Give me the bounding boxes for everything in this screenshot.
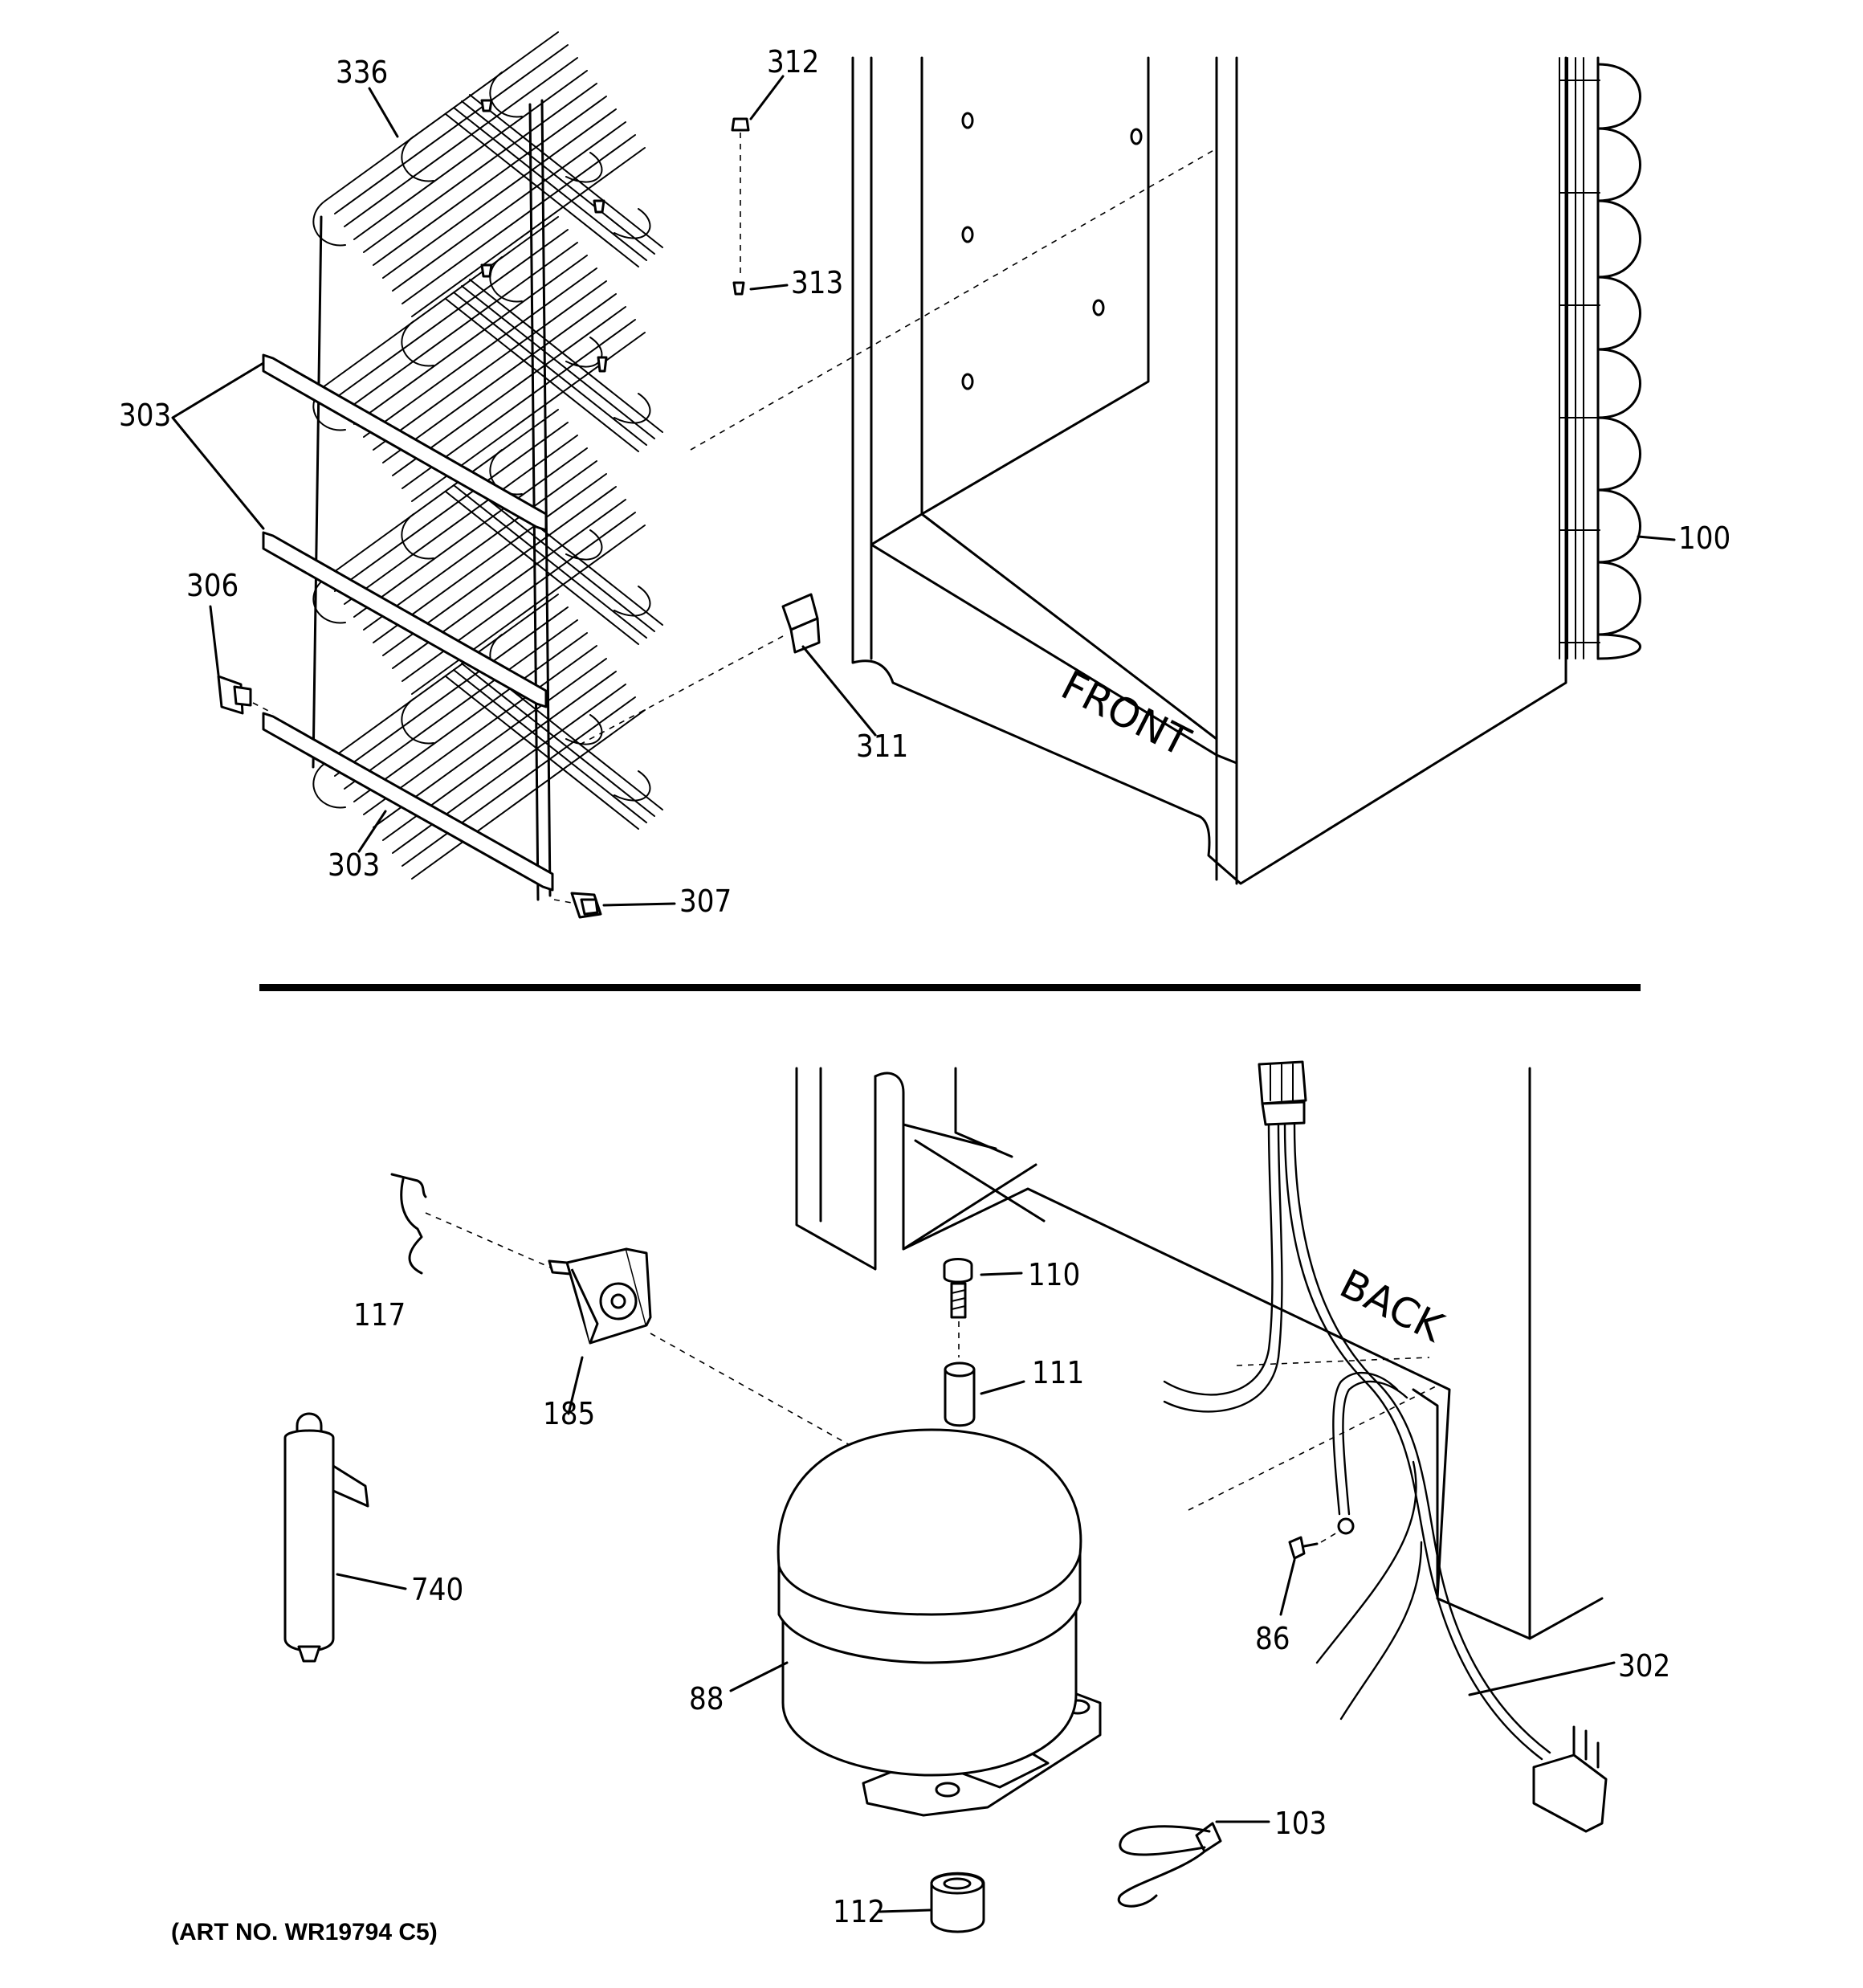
clip-103: [1117, 1822, 1222, 1908]
callout-311: 311: [856, 729, 908, 764]
relay-185: [548, 1247, 852, 1447]
callout-313: 313: [791, 265, 843, 300]
screw-313: [732, 281, 745, 296]
callout-86: 86: [1255, 1621, 1290, 1656]
clip-306: [217, 675, 274, 715]
callout-185: 185: [543, 1396, 595, 1431]
section-divider: [259, 984, 1641, 991]
callout-307: 307: [679, 884, 732, 919]
rail-303-upper: [262, 353, 548, 708]
condenser-coil-100: [1559, 56, 1641, 660]
screw-shelf: [480, 99, 608, 373]
rail-303-lower: [262, 712, 554, 892]
callout-labels: 336 312 313 303 306 311 303 307 100 117 …: [119, 44, 1731, 1929]
lower-leader-lines: [336, 1272, 1616, 1913]
grommet-111: [944, 1361, 976, 1427]
callout-306: 306: [186, 568, 238, 603]
drier-740: [283, 1412, 369, 1663]
fastener-312: [731, 117, 750, 277]
front-label: FRONT: [1054, 662, 1198, 765]
callout-303-lower: 303: [328, 847, 380, 883]
clip-307: [553, 892, 602, 919]
callout-88: 88: [689, 1681, 724, 1717]
lower-diagram: BACK: [283, 1060, 1616, 1933]
power-cord-302: [1163, 1060, 1608, 1833]
grommet-112: [930, 1872, 985, 1933]
callout-112: 112: [833, 1894, 885, 1929]
bracket-311: [577, 593, 821, 746]
upper-leader-lines: [171, 75, 1676, 907]
callout-303-upper: 303: [119, 398, 171, 433]
back-label: BACK: [1333, 1260, 1452, 1352]
evaporator-coil-shelves: [312, 31, 663, 901]
clip-117: [390, 1173, 555, 1275]
compressor-88: [777, 1428, 1102, 1817]
callout-117: 117: [353, 1297, 406, 1333]
callout-111: 111: [1032, 1355, 1084, 1390]
callout-336: 336: [336, 55, 388, 90]
callout-740: 740: [411, 1572, 463, 1607]
callout-110: 110: [1028, 1257, 1080, 1292]
callout-100: 100: [1678, 520, 1731, 556]
bolt-110: [943, 1258, 973, 1357]
art-number-caption: (ART NO. WR19794 C5): [171, 1919, 438, 1945]
leader-shelf-to-cabinet: [690, 148, 1217, 451]
cabinet-front: FRONT: [851, 56, 1567, 885]
callout-312: 312: [767, 44, 819, 80]
screw-86: [1288, 1532, 1338, 1560]
callout-103: 103: [1274, 1806, 1327, 1841]
upper-diagram: FRONT: [171, 31, 1676, 919]
callout-302: 302: [1618, 1648, 1670, 1684]
